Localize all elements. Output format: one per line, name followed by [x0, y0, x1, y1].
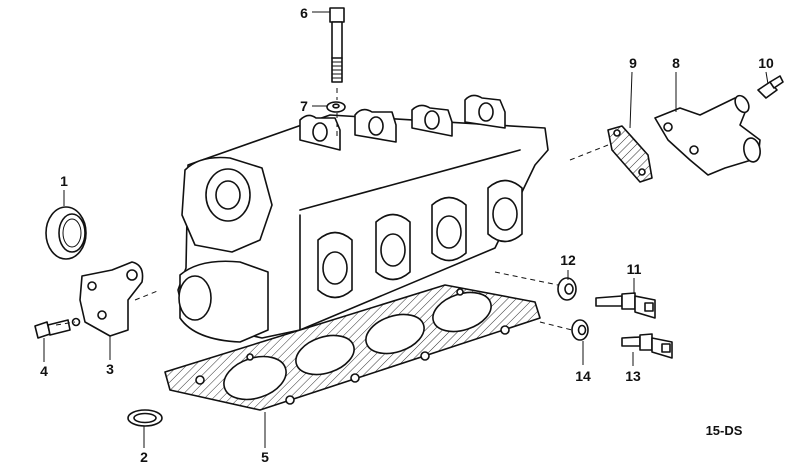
callout-2: 2: [140, 449, 148, 465]
o-ring: [127, 409, 163, 427]
callout-8: 8: [672, 55, 680, 71]
assembly-lines: [55, 88, 609, 331]
head-bolt: [329, 7, 345, 83]
head-gasket: [164, 284, 541, 411]
hex-bolt: [34, 317, 81, 339]
drawing-code: 15-DS: [706, 423, 743, 438]
callout-13: 13: [625, 368, 641, 384]
callout-6: 6: [300, 5, 308, 21]
callout-labels: 1 2 3 4 5 6 7 8 9 10 11 12 13 14: [40, 5, 774, 465]
washer: [326, 101, 346, 113]
callout-4: 4: [40, 363, 48, 379]
sealing-ring-upper: [557, 277, 577, 301]
callout-3: 3: [106, 361, 114, 377]
callout-7: 7: [300, 98, 308, 114]
leader-lines: [43, 11, 769, 448]
callout-5: 5: [261, 449, 269, 465]
cylinder-head: [177, 94, 549, 343]
callout-12: 12: [560, 252, 576, 268]
crankshaft-seal: [45, 206, 87, 260]
callout-14: 14: [575, 368, 591, 384]
temperature-sensor-upper: [595, 292, 656, 319]
callout-11: 11: [627, 261, 642, 277]
callout-9: 9: [629, 55, 637, 71]
port-row: [317, 179, 523, 299]
callout-10: 10: [758, 55, 774, 71]
temperature-sensor-lower: [621, 333, 673, 359]
housing-bolt: [757, 75, 784, 99]
coolant-outlet-housing: [654, 94, 761, 176]
callout-1: 1: [60, 173, 68, 189]
sealing-ring-lower: [571, 319, 589, 341]
housing-gasket: [607, 125, 653, 183]
bracket: [79, 261, 144, 337]
